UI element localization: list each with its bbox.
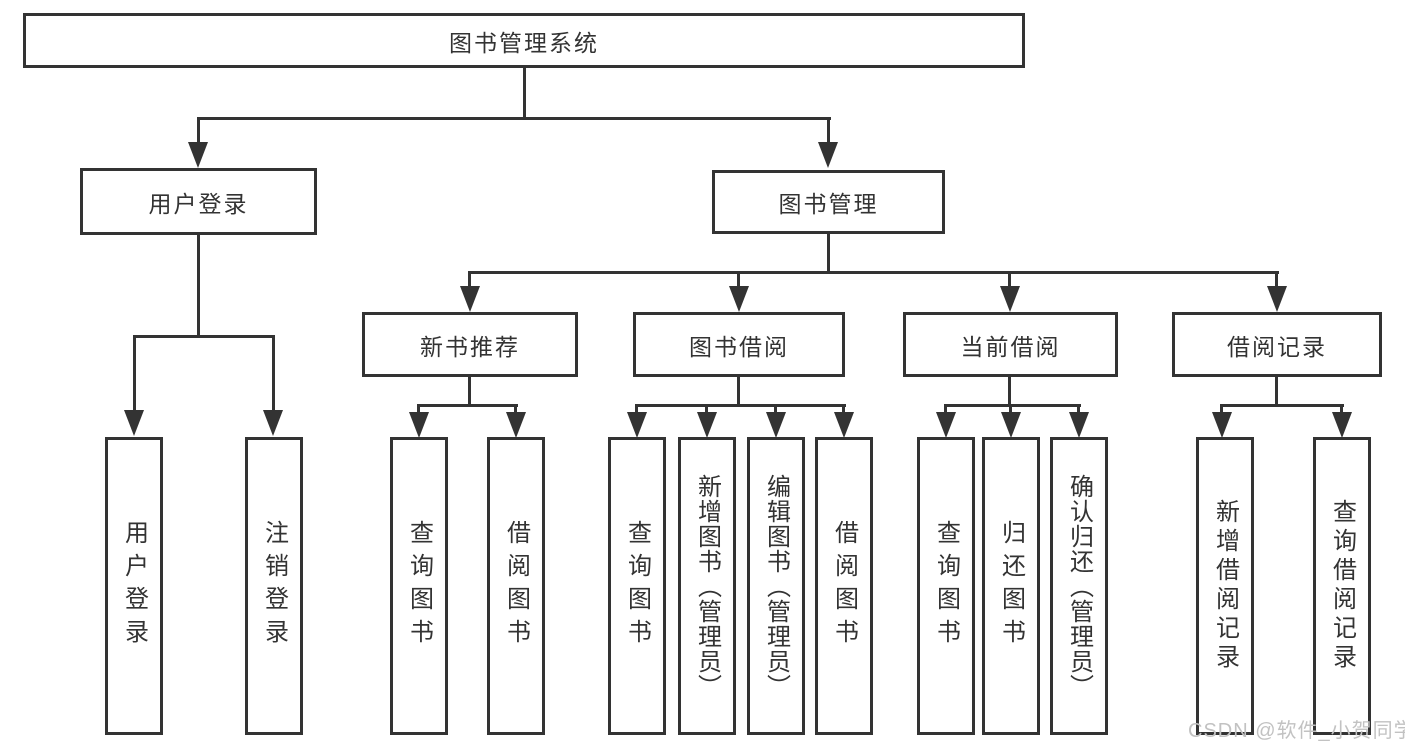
- connector-borrow-records-arm: [1275, 271, 1278, 289]
- connector-borrow-records-rail: [1220, 404, 1344, 407]
- node-borrow-records: 借阅记录: [1172, 312, 1382, 377]
- arrow-down-icon: [188, 142, 208, 168]
- leaf-borrow-books-borrow: 借阅图书: [815, 437, 873, 735]
- arrow-down-icon: [936, 412, 956, 438]
- connector-level2-rail: [468, 271, 1279, 274]
- connector-leaf-arm: [774, 404, 777, 415]
- arrow-down-icon: [834, 412, 854, 438]
- connector-current-borrow-stub: [1008, 377, 1011, 407]
- connector-book-borrow-arm: [737, 271, 740, 289]
- arrow-down-icon: [729, 286, 749, 312]
- leaf-user-login: 用户登录: [105, 437, 163, 735]
- connector-new-book-rail: [417, 404, 518, 407]
- connector-current-borrow-rail: [944, 404, 1081, 407]
- connector-leaf-arm: [1077, 404, 1080, 415]
- connector-leaf-arm: [705, 404, 708, 415]
- connector-root-stub: [523, 68, 526, 120]
- leaf-query-books-current: 查询图书: [917, 437, 975, 735]
- arrow-down-icon: [506, 412, 526, 438]
- connector-leaf-arm: [417, 404, 420, 415]
- leaf-return-books: 归还图书: [982, 437, 1040, 735]
- connector-book-management-stub: [827, 234, 830, 274]
- arrow-down-icon: [1267, 286, 1287, 312]
- arrow-down-icon: [124, 410, 144, 436]
- connector-new-book-arm: [468, 271, 471, 289]
- node-book-management: 图书管理: [712, 170, 945, 234]
- connector-leaf-arm: [1340, 404, 1343, 415]
- connector-leaf-arm: [635, 404, 638, 415]
- leaf-add-borrow-record: 新增借阅记录: [1196, 437, 1254, 735]
- arrow-down-icon: [697, 412, 717, 438]
- arrow-down-icon: [263, 410, 283, 436]
- connector-user-login-arm: [197, 117, 200, 145]
- connector-leaf-arm: [272, 335, 275, 412]
- node-user-login: 用户登录: [80, 168, 317, 235]
- connector-leaf-arm: [1009, 404, 1012, 415]
- arrow-down-icon: [1001, 412, 1021, 438]
- leaf-query-books-recommend: 查询图书: [390, 437, 448, 735]
- arrow-down-icon: [1332, 412, 1352, 438]
- watermark: CSDN @软件_小贺同学: [1188, 720, 1405, 742]
- connector-leaf-arm: [842, 404, 845, 415]
- arrow-down-icon: [409, 412, 429, 438]
- leaf-query-borrow-record: 查询借阅记录: [1313, 437, 1371, 735]
- connector-book-borrow-rail: [635, 404, 846, 407]
- leaf-borrow-books-recommend: 借阅图书: [487, 437, 545, 735]
- arrow-down-icon: [627, 412, 647, 438]
- connector-current-borrow-arm: [1008, 271, 1011, 289]
- connector-leaf-arm: [1220, 404, 1223, 415]
- node-current-borrow: 当前借阅: [903, 312, 1118, 377]
- arrow-down-icon: [818, 142, 838, 168]
- connector-level1-rail: [197, 117, 831, 120]
- connector-leaf-arm: [133, 335, 136, 412]
- arrow-down-icon: [460, 286, 480, 312]
- leaf-query-books-borrow: 查询图书: [608, 437, 666, 735]
- arrow-down-icon: [1069, 412, 1089, 438]
- arrow-down-icon: [1212, 412, 1232, 438]
- leaf-add-book-admin: 新增图书（管理员）: [678, 437, 736, 735]
- leaf-logout: 注销登录: [245, 437, 303, 735]
- arrow-down-icon: [766, 412, 786, 438]
- connector-book-borrow-stub: [737, 377, 740, 407]
- node-new-book-recommend: 新书推荐: [362, 312, 578, 377]
- connector-borrow-records-stub: [1275, 377, 1278, 407]
- leaf-edit-book-admin: 编辑图书（管理员）: [747, 437, 805, 735]
- connector-new-book-stub: [468, 377, 471, 407]
- connector-leaf-arm: [514, 404, 517, 415]
- leaf-confirm-return-admin: 确认归还（管理员）: [1050, 437, 1108, 735]
- node-book-borrow: 图书借阅: [633, 312, 845, 377]
- connector-leaf-arm: [944, 404, 947, 415]
- connector-user-login-rail: [133, 335, 275, 338]
- node-root: 图书管理系统: [23, 13, 1025, 68]
- connector-book-management-arm: [827, 117, 830, 145]
- connector-user-login-stub: [197, 235, 200, 337]
- arrow-down-icon: [1000, 286, 1020, 312]
